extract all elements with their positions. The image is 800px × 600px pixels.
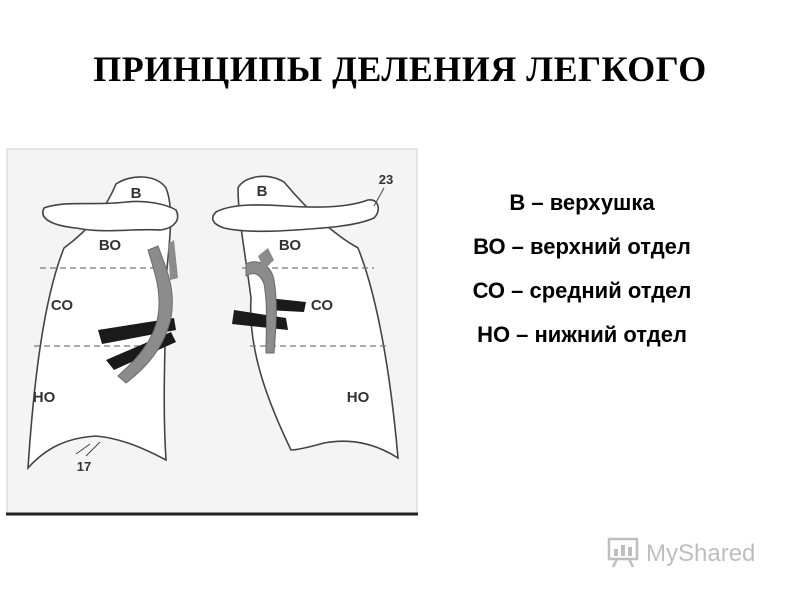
presentation-board-icon	[606, 535, 640, 574]
legend-item-upper: ВО – верхний отдел	[473, 234, 691, 259]
rib-17-leader-b	[85, 441, 101, 457]
legend-item-apex: В – верхушка	[509, 190, 655, 215]
legend-item-middle: СО – средний отдел	[472, 278, 692, 303]
slide-title: ПРИНЦИПЫ ДЕЛЕНИЯ ЛЕГКОГО	[93, 49, 707, 89]
left-clavicle	[42, 200, 179, 232]
left-rib-number: 17	[77, 459, 91, 474]
right-pulmonary-artery	[245, 261, 277, 354]
right-upper-label: ВО	[279, 237, 301, 254]
right-lower-label: НО	[347, 389, 370, 406]
legend-item-lower: НО – нижний отдел	[477, 322, 687, 347]
rib-17-leader-a	[75, 443, 91, 455]
watermark-text: MyShared	[646, 540, 756, 567]
left-lower-label: НО	[33, 389, 56, 406]
right-artery-branch	[258, 248, 274, 270]
right-apex-label: В	[257, 183, 268, 200]
right-clavicle	[211, 199, 380, 233]
left-upper-label: ВО	[99, 237, 121, 254]
lung-diagram: В ВО СО НО 17 В ВО СО НО 23	[6, 148, 418, 520]
left-middle-label: СО	[51, 297, 73, 314]
right-rib-number: 23	[379, 172, 393, 187]
watermark: MyShared	[606, 534, 776, 574]
rib-23-leader	[373, 187, 385, 207]
left-apex-label: В	[131, 185, 142, 202]
right-middle-label: СО	[311, 297, 333, 314]
legend: В – верхушка ВО – верхний отдел СО – сре…	[432, 192, 732, 368]
left-pulmonary-artery	[117, 245, 173, 384]
left-artery-branch	[168, 240, 178, 280]
